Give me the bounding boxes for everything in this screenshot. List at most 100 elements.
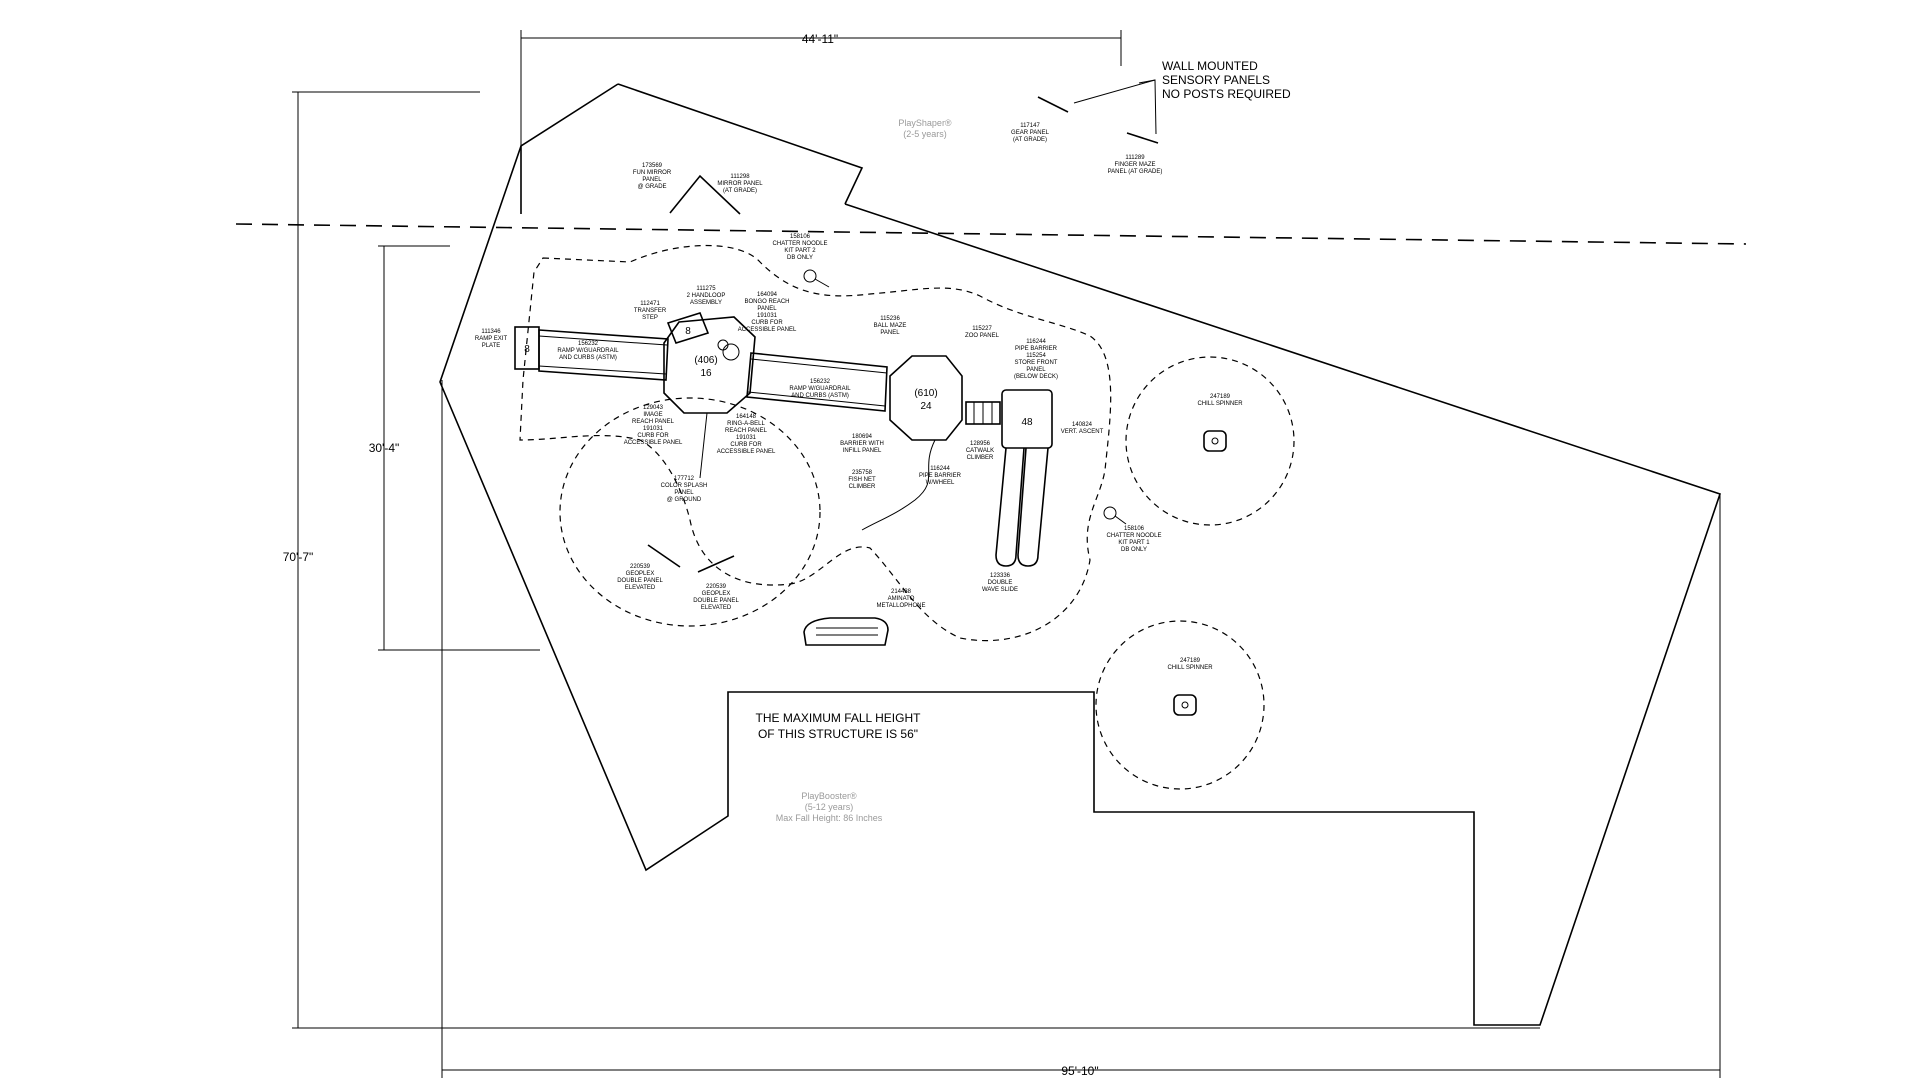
svg-text:123336: 123336 xyxy=(990,573,1011,579)
svg-text:115227: 115227 xyxy=(972,326,992,332)
svg-text:ACCESSIBLE PANEL: ACCESSIBLE PANEL xyxy=(738,327,797,333)
label-catwalk: 128956 CATWALK CLIMBER xyxy=(966,441,994,461)
transfer-step-deck xyxy=(666,312,710,344)
svg-text:PANEL: PANEL xyxy=(1026,367,1046,373)
svg-text:(AT GRADE): (AT GRADE) xyxy=(723,188,757,194)
dimension-inner-label: 30'-4" xyxy=(369,441,400,455)
svg-text:115254: 115254 xyxy=(1026,353,1046,359)
svg-text:DB ONLY: DB ONLY xyxy=(787,255,813,261)
use-zones xyxy=(519,244,1295,790)
svg-text:DOUBLE PANEL: DOUBLE PANEL xyxy=(693,598,739,604)
svg-text:DOUBLE PANEL: DOUBLE PANEL xyxy=(617,578,663,584)
svg-text:173569: 173569 xyxy=(642,163,663,169)
svg-text:214438: 214438 xyxy=(891,589,912,595)
playbooster-zone-label: PlayBooster® (5-12 years) Max Fall Heigh… xyxy=(776,791,883,823)
svg-text:BONGO REACH: BONGO REACH xyxy=(744,299,789,305)
svg-text:W/WHEEL: W/WHEEL xyxy=(926,480,955,486)
svg-text:STORE FRONT: STORE FRONT xyxy=(1015,360,1058,366)
svg-text:@ GRADE: @ GRADE xyxy=(637,184,666,190)
svg-text:128956: 128956 xyxy=(970,441,991,447)
svg-text:CHATTER NOODLE: CHATTER NOODLE xyxy=(1107,533,1162,539)
svg-text:PIPE BARRIER: PIPE BARRIER xyxy=(1015,346,1058,352)
wave-slide-lane-1 xyxy=(995,447,1025,567)
svg-text:180694: 180694 xyxy=(852,434,873,440)
svg-text:220539: 220539 xyxy=(706,584,727,590)
fish-net-climber xyxy=(861,439,936,531)
svg-text:CHATTER NOODLE: CHATTER NOODLE xyxy=(773,241,828,247)
label-finger-maze: 111289 FINGER MAZE PANEL (AT GRADE) xyxy=(1108,155,1163,175)
chatter-noodle-1 xyxy=(1103,506,1127,525)
geoplex-panel-2 xyxy=(697,555,735,573)
deck-24 xyxy=(889,355,963,441)
svg-text:177712: 177712 xyxy=(674,476,695,482)
svg-text:FISH NET: FISH NET xyxy=(848,477,876,483)
svg-text:111346: 111346 xyxy=(481,329,501,335)
svg-text:KIT PART 1: KIT PART 1 xyxy=(1118,540,1150,546)
sensory-panels xyxy=(669,96,1159,215)
svg-text:164094: 164094 xyxy=(757,292,778,298)
svg-text:RAMP EXIT: RAMP EXIT xyxy=(475,336,508,342)
label-spinner-2: 247189 CHILL SPINNER xyxy=(1167,658,1213,671)
svg-text:KIT PART 2: KIT PART 2 xyxy=(784,248,816,254)
svg-text:GEOPLEX: GEOPLEX xyxy=(626,571,655,577)
label-wave-slide: 123336 DOUBLE WAVE SLIDE xyxy=(982,573,1018,593)
svg-text:REACH PANEL: REACH PANEL xyxy=(725,428,768,434)
gear-panel xyxy=(1037,96,1069,113)
svg-text:@ GROUND: @ GROUND xyxy=(667,497,702,503)
svg-text:ELEVATED: ELEVATED xyxy=(701,605,732,611)
svg-text:WALL MOUNTED: WALL MOUNTED xyxy=(1162,59,1258,73)
svg-text:115236: 115236 xyxy=(880,316,900,322)
svg-text:PIPE BARRIER: PIPE BARRIER xyxy=(919,473,962,479)
svg-text:VERT. ASCENT: VERT. ASCENT xyxy=(1061,429,1104,435)
svg-text:FUN MIRROR: FUN MIRROR xyxy=(633,170,672,176)
svg-text:REACH PANEL: REACH PANEL xyxy=(632,419,675,425)
svg-text:CATWALK: CATWALK xyxy=(966,448,994,454)
svg-text:THE MAXIMUM FALL HEIGHT: THE MAXIMUM FALL HEIGHT xyxy=(756,711,922,725)
deck-label-610: (610) xyxy=(914,388,937,399)
svg-text:158106: 158106 xyxy=(790,234,811,240)
label-ring-bell: 164148 RING-A-BELL REACH PANEL 191031 CU… xyxy=(717,414,776,455)
svg-text:PANEL: PANEL xyxy=(642,177,662,183)
svg-text:PlayBooster®: PlayBooster® xyxy=(801,791,857,801)
finger-maze-panel xyxy=(1126,132,1159,144)
geoplex-panel-1 xyxy=(647,544,681,568)
svg-text:OF THIS STRUCTURE IS 56": OF THIS STRUCTURE IS 56" xyxy=(758,727,918,741)
svg-text:111298: 111298 xyxy=(730,174,750,180)
svg-text:RAMP W/GUARDRAIL: RAMP W/GUARDRAIL xyxy=(557,348,619,354)
label-transfer-step: 112471 TRANSFER STEP xyxy=(634,301,667,321)
label-fun-mirror: 173569 FUN MIRROR PANEL @ GRADE xyxy=(633,163,672,190)
svg-text:(AT GRADE): (AT GRADE) xyxy=(1013,137,1047,143)
label-geoplex-1: 220539 GEOPLEX DOUBLE PANEL ELEVATED xyxy=(617,564,663,591)
svg-text:BALL MAZE: BALL MAZE xyxy=(874,323,907,329)
svg-text:CLIMBER: CLIMBER xyxy=(967,455,994,461)
svg-text:DB ONLY: DB ONLY xyxy=(1121,547,1147,553)
svg-text:ACCESSIBLE PANEL: ACCESSIBLE PANEL xyxy=(717,449,776,455)
label-geoplex-2: 220539 GEOPLEX DOUBLE PANEL ELEVATED xyxy=(693,584,739,611)
wall-panels-note: WALL MOUNTED SENSORY PANELS NO POSTS REQ… xyxy=(1073,59,1291,135)
svg-text:112471: 112471 xyxy=(640,301,660,307)
svg-text:FINGER MAZE: FINGER MAZE xyxy=(1114,162,1155,168)
dimension-top: 44'-11" xyxy=(520,30,1122,214)
label-color-splash: 177712 COLOR SPLASH PANEL @ GROUND xyxy=(661,476,708,503)
label-spinner-1: 247189 CHILL SPINNER xyxy=(1197,394,1243,407)
label-ramp-exit: 111346 RAMP EXIT PLATE xyxy=(475,329,508,349)
deck-height-8a: 8 xyxy=(524,344,530,355)
fall-height-note: THE MAXIMUM FALL HEIGHT OF THIS STRUCTUR… xyxy=(756,711,922,741)
wave-slide-lane-2 xyxy=(1017,447,1049,567)
svg-text:Max Fall Height: 86 Inches: Max Fall Height: 86 Inches xyxy=(776,813,883,823)
svg-text:ELEVATED: ELEVATED xyxy=(625,585,656,591)
svg-text:IMAGE: IMAGE xyxy=(643,412,662,418)
svg-text:WAVE SLIDE: WAVE SLIDE xyxy=(982,587,1018,593)
svg-text:NO POSTS REQUIRED: NO POSTS REQUIRED xyxy=(1162,87,1291,101)
svg-text:SENSORY PANELS: SENSORY PANELS xyxy=(1162,73,1270,87)
svg-text:BARRIER WITH: BARRIER WITH xyxy=(840,441,884,447)
deck-height-24: 24 xyxy=(920,401,932,412)
play-structure: 8 (406) 16 8 (610) 24 48 xyxy=(514,312,1053,567)
svg-text:CURB FOR: CURB FOR xyxy=(730,442,762,448)
bongo-panel-symbol xyxy=(722,343,740,361)
svg-text:(5-12 years): (5-12 years) xyxy=(805,802,854,812)
dimension-left-label: 70'-7" xyxy=(283,550,314,564)
deck-16 xyxy=(663,316,756,414)
svg-text:PANEL: PANEL xyxy=(880,330,900,336)
